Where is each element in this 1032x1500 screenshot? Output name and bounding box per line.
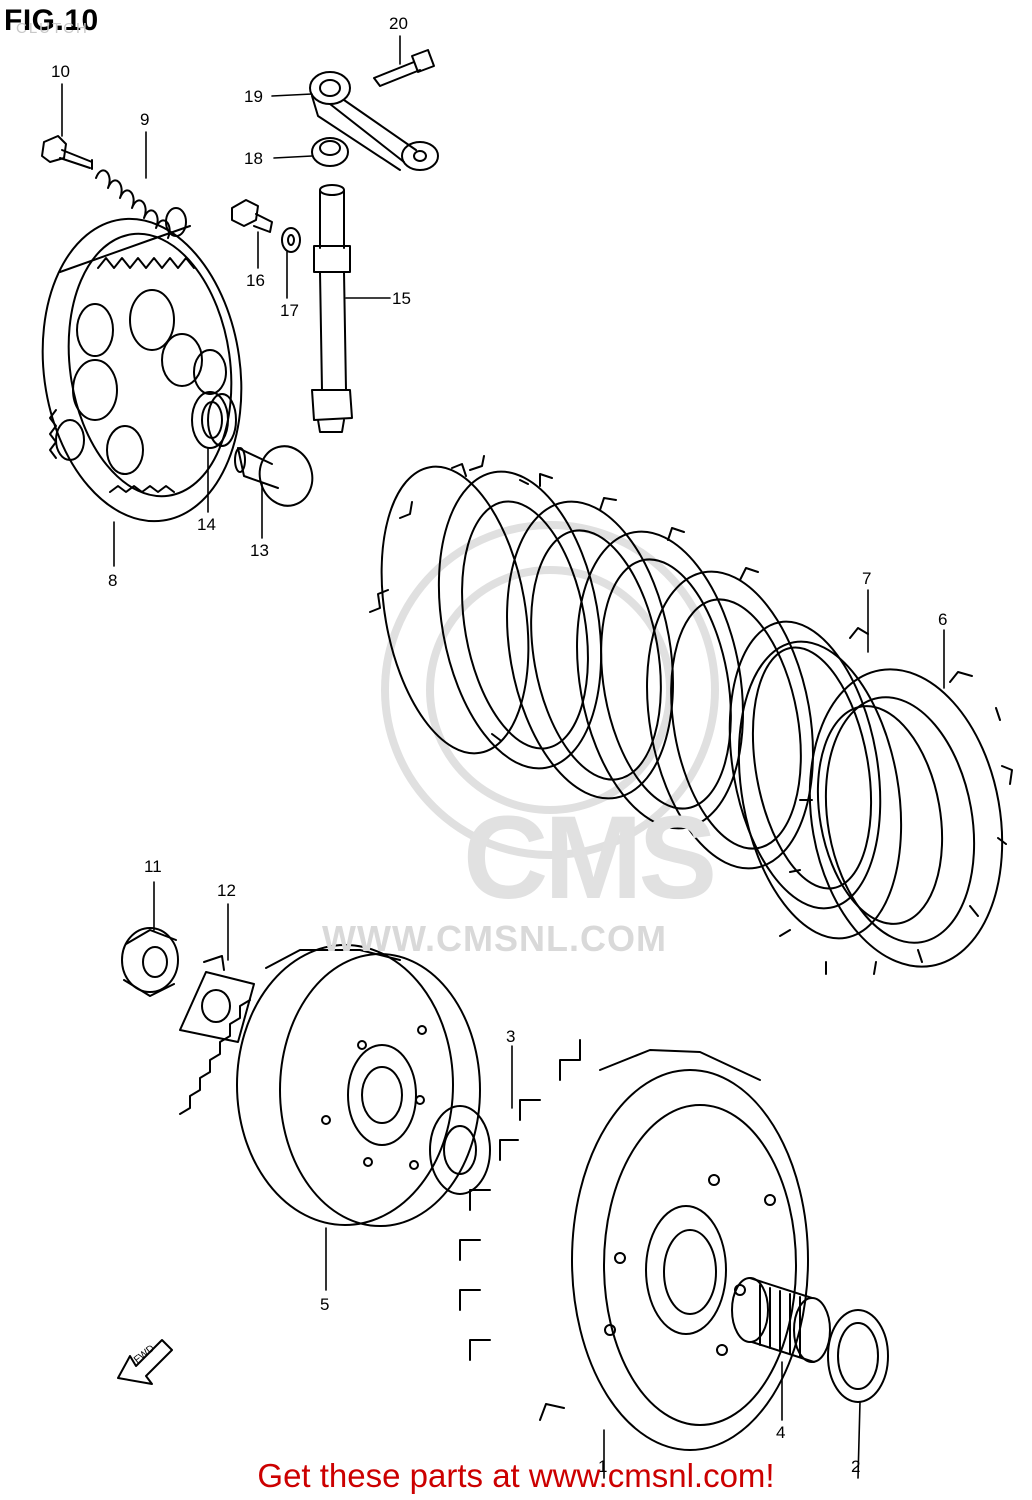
part-18-nut — [311, 137, 349, 167]
leader-lines — [61, 35, 945, 1479]
part-11-nut — [121, 927, 179, 997]
watermark-url: WWW.CMSNL.COM — [322, 918, 667, 959]
callout-3: 3 — [506, 1027, 516, 1046]
part-16-screw — [231, 199, 273, 233]
part-5-primary-driven-gear — [179, 944, 481, 1227]
part-17-washer — [281, 227, 301, 253]
callout-6: 6 — [938, 610, 948, 629]
callout-18: 18 — [244, 149, 263, 168]
callout-5: 5 — [320, 1295, 330, 1314]
callout-12: 12 — [217, 881, 236, 900]
part-8-pressure-plate — [41, 217, 243, 523]
part-12-lock-washer — [179, 955, 255, 1043]
callout-15: 15 — [392, 289, 411, 308]
part-6-friction-plate — [779, 668, 1013, 975]
callout-20: 20 — [389, 14, 408, 33]
part-9-spring — [95, 169, 187, 239]
callout-17: 17 — [280, 301, 299, 320]
figure-subtitle: CLUTCH — [16, 20, 89, 37]
fwd-arrow-icon — [117, 1339, 173, 1385]
part-14-bearing — [191, 391, 237, 449]
callout-19: 19 — [244, 87, 263, 106]
part-7-steel-plate — [737, 640, 903, 940]
watermark-logo: CMS — [463, 792, 717, 924]
callout-7: 7 — [862, 569, 872, 588]
callout-11: 11 — [144, 857, 162, 876]
callout-2: 2 — [851, 1457, 861, 1476]
callout-1: 1 — [598, 1457, 608, 1476]
part-15-release-shaft — [311, 184, 353, 433]
part-13-push-piece — [234, 445, 314, 507]
callout-9: 9 — [140, 110, 150, 129]
callout-14: 14 — [197, 515, 216, 534]
part-3-thrust-washer — [429, 1105, 491, 1195]
clutch-plate-stack — [369, 455, 882, 910]
part-10-bolt — [41, 135, 93, 170]
part-19-release-lever — [309, 71, 439, 171]
part-20-bolt — [373, 49, 435, 87]
callout-8: 8 — [108, 571, 118, 590]
callout-16: 16 — [246, 271, 265, 290]
part-2-washer — [827, 1309, 889, 1403]
callout-4: 4 — [776, 1423, 786, 1442]
callout-10: 10 — [51, 62, 70, 81]
part-1-clutch-housing — [459, 1039, 809, 1451]
figure-title: FIG.10 — [4, 4, 99, 37]
callout-13: 13 — [250, 541, 269, 560]
part-4-needle-bearing — [731, 1277, 831, 1363]
footer-link-text[interactable]: Get these parts at www.cmsnl.com! — [257, 1457, 775, 1494]
